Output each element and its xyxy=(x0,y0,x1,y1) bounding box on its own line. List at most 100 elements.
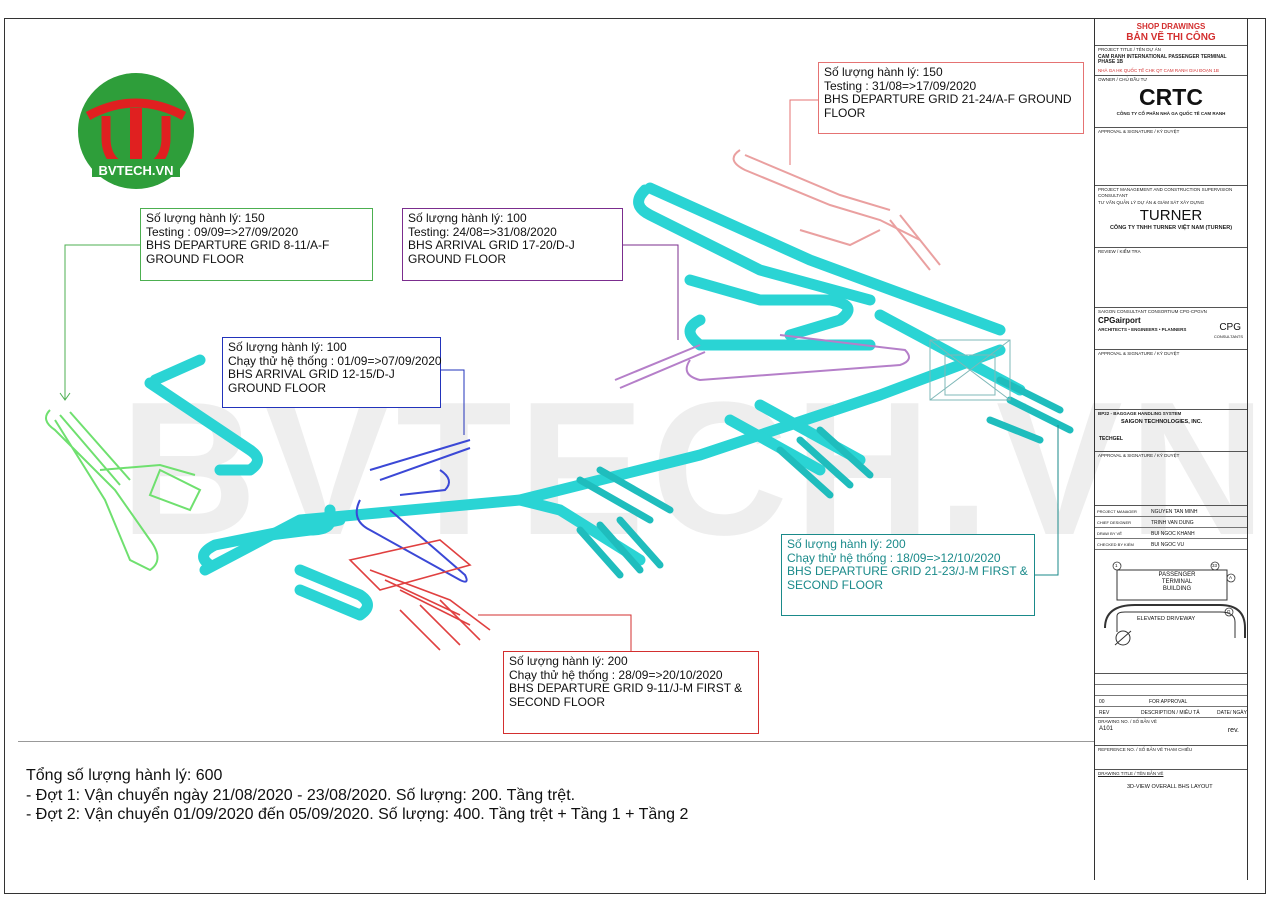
tb-key-map: 1 33 A G PASSENGER TERMINAL BUILDING ELE… xyxy=(1095,550,1247,674)
tb-rev-short: rev. xyxy=(1227,727,1239,734)
tb-map-label: BUILDING xyxy=(1162,586,1192,592)
tb-owner-label: OWNER / CHỦ ĐẦU TƯ xyxy=(1098,77,1148,82)
callout-line: BHS DEPARTURE GRID 8-11/A-F xyxy=(146,238,330,252)
tb-ban-ve-label: BẢN VẼ THI CÔNG xyxy=(1126,32,1216,43)
tb-map-terminal-label: PASSENGER TERMINAL BUILDING xyxy=(1147,572,1207,593)
callout-line: SECOND FLOOR xyxy=(509,694,606,709)
callout-line: Số lượng hành lý: 150 xyxy=(146,211,265,225)
tb-cpg-logo: CPG xyxy=(1219,322,1241,333)
bvtech-logo-mark xyxy=(78,73,194,189)
tb-drawing-title-value: 3D-VIEW OVERALL BHS LAYOUT xyxy=(1127,783,1213,790)
bhs-departure-9-11-red xyxy=(348,539,491,651)
tb-desc-label: DESCRIPTION / MIÊU TẢ xyxy=(1141,710,1200,716)
tb-turner: PROJECT MANAGEMENT AND CONSTRUCTION SUPE… xyxy=(1095,186,1247,248)
callout-arrival-grid-12-15: Số lượng hành lý: 100 Chạy thử hệ thống … xyxy=(222,337,442,408)
callout-departure-grid-21-24: Số lượng hành lý: 150 Testing : 31/08=>1… xyxy=(818,62,1084,134)
callout-line: BHS DEPARTURE GRID 21-24/A-F GROUND xyxy=(824,92,1072,106)
tb-map-label: PASSENGER xyxy=(1158,572,1196,578)
callout-leader-lines xyxy=(59,99,1059,651)
tb-turner-full: CÔNG TY TNHH TURNER VIỆT NAM (TURNER) xyxy=(1109,224,1233,231)
tb-shop-drawings: SHOP DRAWINGS BẢN VẼ THI CÔNG xyxy=(1095,18,1247,46)
tb-drawing-title: DRAWING TITLE / TÊN BẢN VẼ 3D-VIEW OVERA… xyxy=(1095,770,1247,880)
tb-role-row: CHECKED BY KIỂM BUI NGOC VU xyxy=(1095,539,1247,550)
tb-drawing-no-value: A101 xyxy=(1099,725,1114,732)
tb-approval-1: APPROVAL & SIGNATURE / KÝ DUYỆT xyxy=(1095,128,1247,186)
tb-map-label: TERMINAL xyxy=(1161,579,1193,585)
tb-review: REVIEW / KIỂM TRA xyxy=(1095,248,1247,308)
tb-date-label: DATE/ NGÀY xyxy=(1217,710,1247,716)
tb-rev-row: 00 FOR APPROVAL xyxy=(1095,696,1247,707)
tb-cpg: SAIGON CONSULTANT CONSORTIUM CPG-CPGVN C… xyxy=(1095,308,1247,350)
tb-approval-label: APPROVAL & SIGNATURE / KÝ DUYỆT xyxy=(1098,453,1180,458)
tb-owner-full: CÔNG TY CỔ PHẦN NHÀ GA QUỐC TẾ CAM RANH xyxy=(1116,110,1226,116)
tb-reference-label: REFERENCE NO. / SỐ BẢN VẼ THAM CHIẾU xyxy=(1098,747,1193,752)
tb-role-name: NGUYEN TAN MINH xyxy=(1151,509,1198,515)
tb-shop-drawings-label: SHOP DRAWINGS xyxy=(1136,22,1206,31)
tb-role: PROJECT MANAGER xyxy=(1097,509,1137,514)
tb-pm-label: PROJECT MANAGEMENT AND CONSTRUCTION SUPE… xyxy=(1098,187,1233,198)
tb-rev-label: REV xyxy=(1099,710,1110,716)
bhs-arrival-17-20-purple xyxy=(614,334,910,389)
tb-map-grid-33: 33 xyxy=(1212,563,1218,568)
tb-bhs-company: SAIGON TECHNOLOGIES, INC. xyxy=(1121,418,1203,425)
tb-pm-vi: TƯ VẤN QUẢN LÝ DỰ ÁN & GIÁM SÁT XÂY DỰNG xyxy=(1098,200,1205,205)
callout-departure-grid-9-11: Số lượng hành lý: 200 Chạy thử hệ thống … xyxy=(503,651,759,734)
callout-line: Testing : 09/09=>27/09/2020 xyxy=(146,224,299,239)
tb-role-name: BUI NGOC KHANH xyxy=(1151,531,1195,537)
tb-rev-blank-row xyxy=(1095,674,1247,685)
tb-techgel-logo: TECHGEL xyxy=(1099,436,1123,442)
tb-project-label: PROJECT TITLE / TÊN DỰ ÁN xyxy=(1098,47,1161,52)
callout-departure-grid-8-11: Số lượng hành lý: 150 Testing : 09/09=>2… xyxy=(140,208,373,281)
callout-arrival-grid-17-20: Số lượng hành lý: 100 Testing: 24/08=>31… xyxy=(402,208,623,281)
tb-turner-name: TURNER xyxy=(1139,206,1203,224)
callout-line: SECOND FLOOR xyxy=(787,577,884,592)
tb-cpg-sub: ARCHITECTS • ENGINEERS • PLANNERS xyxy=(1098,326,1187,332)
callout-line: BHS ARRIVAL GRID 12-15/D-J xyxy=(228,367,395,381)
tb-map-grid-g: G xyxy=(1227,609,1231,614)
bvtech-logo: BVTECH.VN xyxy=(66,68,206,194)
bhs-teal-machinery xyxy=(929,339,1011,401)
drawing-sheet-border xyxy=(4,18,1266,894)
callout-line: BHS DEPARTURE GRID 9-11/J-M FIRST & xyxy=(509,681,743,695)
tb-project-en: CAM RANH INTERNATIONAL PASSENGER TERMINA… xyxy=(1098,53,1227,65)
tb-project: PROJECT TITLE / TÊN DỰ ÁN CAM RANH INTER… xyxy=(1095,46,1247,76)
summary-phase-2: - Đợt 2: Vận chuyển 01/09/2020 đến 05/09… xyxy=(26,806,689,823)
bhs-3d-layout xyxy=(18,99,1094,742)
callout-line: Số lượng hành lý: 100 xyxy=(408,211,527,225)
tb-role: CHIEF DESIGNER xyxy=(1097,520,1132,525)
tb-rev-header-row: REV DESCRIPTION / MIÊU TẢ DATE/ NGÀY xyxy=(1095,707,1247,718)
tb-map-driveway: ELEVATED DRIVEWAY xyxy=(1137,616,1196,622)
callout-line: Testing: 24/08=>31/08/2020 xyxy=(408,224,557,239)
tb-owner-crtc: CRTC xyxy=(1139,83,1203,110)
tb-drawing-no-label: DRAWING NO. / SỐ BẢN VẼ xyxy=(1098,719,1157,724)
tb-project-vi: NHÀ GA HK QUỐC TẾ CHK QT CAM RANH GIAI Đ… xyxy=(1098,67,1219,73)
callout-line: Chạy thử hệ thống : 01/09=>07/09/2020 xyxy=(228,353,442,368)
tb-bhs: BP22 - BAGGAGE HANDLING SYSTEM SAIGON TE… xyxy=(1095,410,1247,452)
tb-approval-3: APPROVAL & SIGNATURE / KÝ DUYỆT xyxy=(1095,452,1247,506)
callout-line: Chạy thử hệ thống : 18/09=>12/10/2020 xyxy=(787,550,1001,565)
tb-cpg-logo-sub: CONSULTANTS xyxy=(1213,334,1243,339)
tb-owner: OWNER / CHỦ ĐẦU TƯ CRTC CÔNG TY CỔ PHẦN … xyxy=(1095,76,1247,128)
callout-line: FLOOR xyxy=(824,105,866,120)
tb-role-row: PROJECT MANAGER NGUYEN TAN MINH xyxy=(1095,506,1247,517)
bhs-departure-21-24-pink xyxy=(732,149,941,271)
tb-rev-blank-row xyxy=(1095,685,1247,696)
tb-for-approval: FOR APPROVAL xyxy=(1149,699,1188,705)
tb-reference: REFERENCE NO. / SỐ BẢN VẼ THAM CHIẾU xyxy=(1095,746,1247,770)
tb-role-name: BUI NGOC VU xyxy=(1151,542,1185,548)
tb-map-grid-1: 1 xyxy=(1115,563,1118,568)
summary-notes: Tổng số lượng hành lý: 600 - Đợt 1: Vận … xyxy=(26,766,688,825)
callout-departure-grid-21-23: Số lượng hành lý: 200 Chạy thử hệ thống … xyxy=(781,534,1035,616)
callout-line: BHS ARRIVAL GRID 17-20/D-J xyxy=(408,238,575,252)
callout-line: Số lượng hành lý: 100 xyxy=(228,340,347,354)
tb-drawing-title-label: DRAWING TITLE / TÊN BẢN VẼ xyxy=(1098,771,1164,776)
callout-line: Chạy thử hệ thống : 28/09=>20/10/2020 xyxy=(509,667,723,682)
tb-role: CHECKED BY KIỂM xyxy=(1097,542,1134,547)
tb-rev-code: 00 xyxy=(1099,699,1105,705)
bhs-departure-8-11-green xyxy=(45,409,202,572)
tb-role-name: TRINH VAN DUNG xyxy=(1151,520,1194,526)
callout-line: Số lượng hành lý: 200 xyxy=(509,654,628,668)
tb-review-label: REVIEW / KIỂM TRA xyxy=(1098,249,1141,254)
tb-approval-2: APPROVAL & SIGNATURE / KÝ DUYỆT xyxy=(1095,350,1247,410)
